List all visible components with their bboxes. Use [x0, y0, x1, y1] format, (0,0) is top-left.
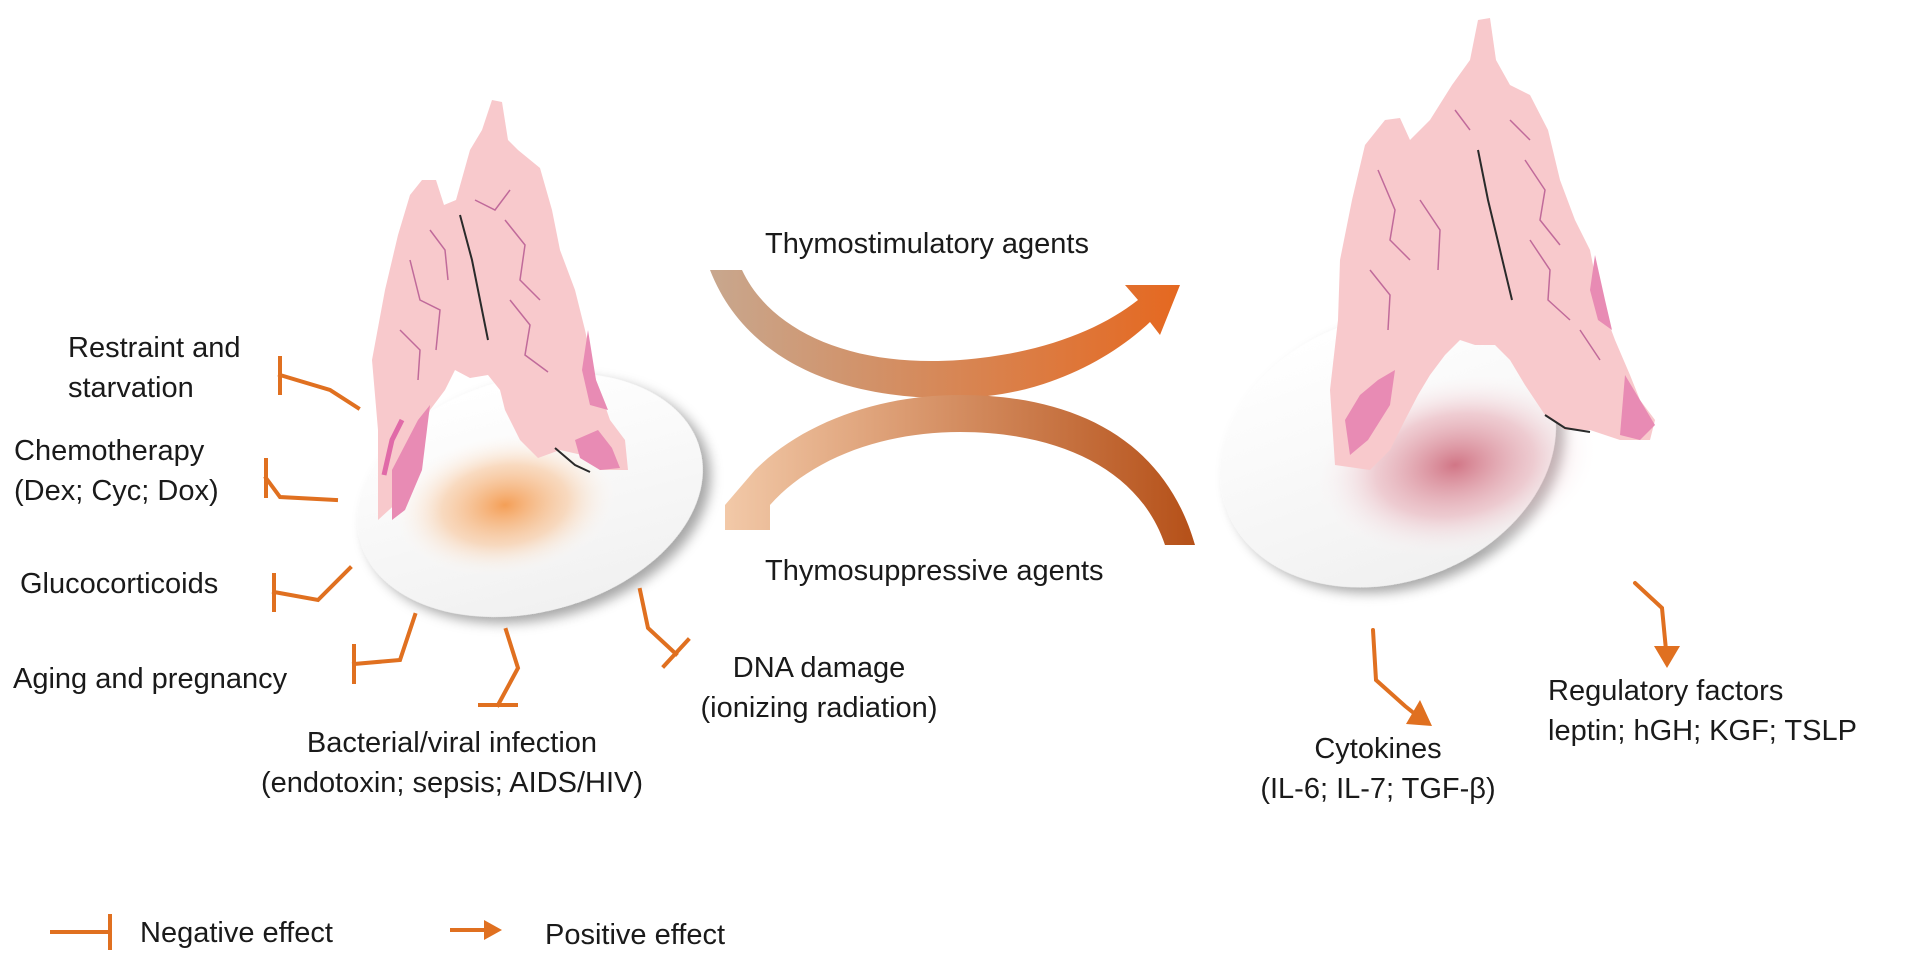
thymostimulatory-arrow [710, 270, 1180, 399]
cytokines-activator [1371, 628, 1422, 720]
glucocorticoids-label: Glucocorticoids [20, 568, 218, 600]
legend: Negative effect Positive effect [50, 914, 725, 951]
infection-inhibitor [478, 627, 521, 708]
legend-negative-label: Negative effect [140, 917, 333, 949]
legend-negative-symbol [50, 914, 112, 950]
chemo-label: Chemotherapy(Dex; Cyc; Dox) [14, 435, 219, 507]
left-thymus-icon [372, 100, 628, 520]
restraint-inhibitor [277, 356, 361, 411]
left-plate-glow [390, 431, 620, 579]
thymostimulatory-label: Thymostimulatory agents [765, 228, 1089, 260]
dna-label: DNA damage(ionizing radiation) [701, 652, 938, 724]
legend-positive-label: Positive effect [545, 919, 725, 951]
legend-positive-arrowhead [484, 920, 502, 940]
thymosuppressive-label: Thymosuppressive agents [765, 555, 1104, 587]
regulatory-arrowhead [1654, 646, 1680, 668]
dna-inhibitor [637, 587, 691, 669]
right-thymus-icon [1330, 18, 1655, 470]
aging-label: Aging and pregnancy [13, 663, 288, 695]
cytokines-label: Cytokines(IL-6; IL-7; TGF-β) [1260, 733, 1495, 805]
thymosuppressive-arrow [725, 395, 1195, 545]
aging-inhibitor [351, 612, 418, 684]
infection-label: Bacterial/viral infection(endotoxin; sep… [261, 727, 643, 799]
regulatory-activator [1633, 581, 1668, 652]
glucocorticoid-inhibitor [271, 565, 353, 612]
chemo-inhibitor [263, 458, 339, 503]
cytokines-arrowhead [1406, 700, 1432, 726]
